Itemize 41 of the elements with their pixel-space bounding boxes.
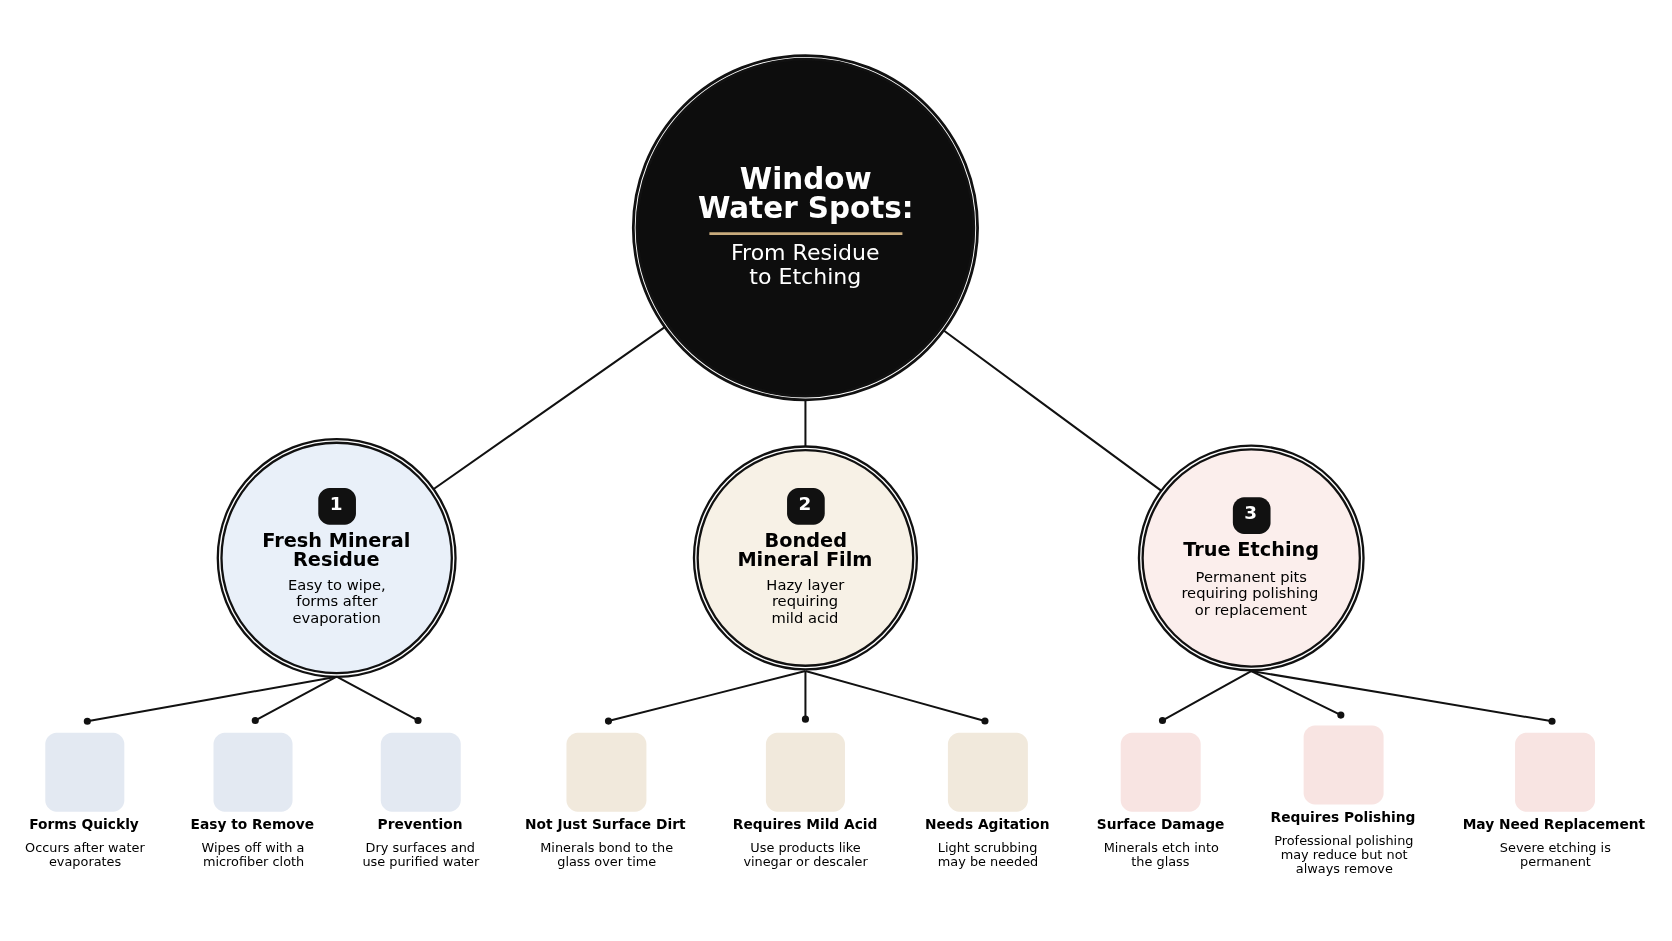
- connector: [1251, 670, 1556, 725]
- node-label: Dry surfaces and use purified water: [362, 840, 480, 870]
- connector: [801, 671, 809, 723]
- node-box: [213, 732, 293, 812]
- node-box: [380, 732, 461, 812]
- connector: [1158, 670, 1252, 725]
- node-label: Occurs after water evaporates: [25, 840, 145, 870]
- node-box: [45, 732, 125, 812]
- connector: [1250, 670, 1345, 719]
- node-label: Wipes off with a microfiber cloth: [201, 840, 305, 870]
- node-label: Minerals bond to the glass over time: [540, 840, 674, 870]
- node-circle: 2 Bonded Mineral Film Hazy layer requiring mild acid: [692, 445, 919, 671]
- node-label: Requires Polishing: [1270, 808, 1416, 825]
- connector: [251, 675, 338, 725]
- node-label: Needs Agitation: [924, 816, 1050, 833]
- connector: [804, 399, 807, 447]
- connector: [805, 670, 989, 725]
- node-label: Easy to Remove: [190, 816, 315, 833]
- connector: [433, 326, 666, 490]
- node-box: [1515, 732, 1595, 812]
- node-box: [1120, 732, 1201, 812]
- connector: [336, 675, 422, 725]
- node-box: [566, 732, 647, 812]
- node-label: Requires Mild Acid: [732, 816, 878, 833]
- node-label: Severe etching is permanent: [1499, 840, 1611, 870]
- node-box: [765, 732, 845, 812]
- node-label: May Need Replacement: [1462, 816, 1646, 833]
- node-label: Surface Damage: [1096, 816, 1225, 833]
- node-box: [1303, 725, 1384, 805]
- node-label: Light scrubbing may be needed: [937, 840, 1039, 870]
- node-circle: 3 True Etching Permanent pits requiring polishing or replacement: [1137, 444, 1365, 672]
- node-label: Use products like vinegar or descaler: [743, 840, 868, 870]
- node-label: Prevention: [377, 816, 463, 833]
- connector: [604, 670, 806, 725]
- node-label: Forms Quickly: [29, 816, 139, 833]
- node-box: [947, 732, 1028, 812]
- node-label: Professional polishing may reduce but not always remove: [1274, 833, 1414, 876]
- connector: [943, 329, 1162, 492]
- connector: [83, 675, 337, 725]
- node-label: Minerals etch into the glass: [1103, 840, 1219, 870]
- node-label: Not Just Surface Dirt: [525, 816, 686, 833]
